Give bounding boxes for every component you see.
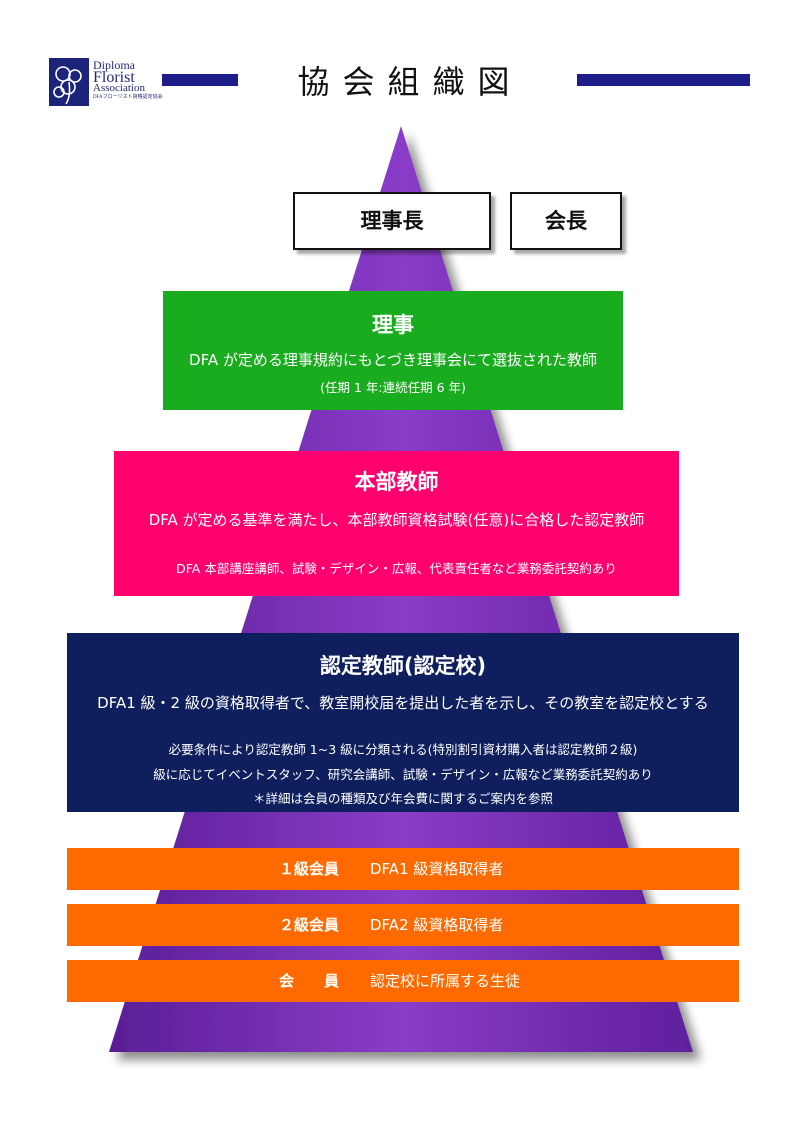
member-tier-grade-2: ２級会員 DFA2 級資格取得者: [67, 904, 739, 946]
logo-text-subtitle: DFAフローリスト資格認定協会: [93, 95, 163, 100]
certified-teacher-note-2: 級に応じてイベントスタッフ、研究会講師、試験・デザイン・広報など業務委託契約あり: [153, 767, 653, 782]
certified-teacher-panel: 認定教師(認定校) DFA1 級・2 級の資格取得者で、教室開校届を提出した者を…: [67, 633, 739, 812]
member-tier-description: DFA2 級資格取得者: [370, 916, 504, 934]
flower-logo-icon: [49, 58, 89, 106]
member-tier-label: ２級会員: [278, 916, 339, 934]
member-tier-grade-1: １級会員 DFA1 級資格取得者: [67, 848, 739, 890]
header-bar-right: [577, 74, 750, 86]
member-tier-label: １級会員: [278, 860, 339, 878]
member-tier-description: DFA1 級資格取得者: [370, 860, 504, 878]
certified-teacher-note-1: 必要条件により認定教師 1~3 級に分類される(特別割引資材購入者は認定教師２級…: [168, 742, 638, 757]
page-title: 協会組織図: [297, 63, 523, 101]
member-tier-general: 会 員 認定校に所属する生徒: [67, 960, 739, 1002]
header-bar-left: [162, 74, 238, 86]
member-tier-label: 会 員: [278, 972, 339, 990]
association-logo: Diploma Florist Association DFAフローリスト資格認…: [49, 58, 163, 106]
headquarters-teacher-description: DFA が定める基準を満たし、本部教師資格試験(任意)に合格した認定教師: [148, 511, 645, 529]
logo-text-diploma: Diploma: [93, 58, 135, 72]
headquarters-teacher-title: 本部教師: [354, 470, 439, 494]
logo-text-florist: Florist: [93, 69, 135, 86]
headquarters-teacher-panel: 本部教師 DFA が定める基準を満たし、本部教師資格試験(任意)に合格した認定教…: [114, 451, 679, 596]
certified-teacher-title: 認定教師(認定校): [319, 654, 487, 678]
chairman-box: 理事長: [293, 192, 491, 250]
headquarters-teacher-note: DFA 本部講座講師、試験・デザイン・広報、代表責任者など業務委託契約あり: [176, 561, 617, 576]
member-tier-description: 認定校に所属する生徒: [370, 972, 521, 990]
director-description: DFA が定める理事規約にもとづき理事会にて選抜された教師: [189, 351, 597, 369]
director-title: 理事: [372, 313, 414, 337]
director-term: (任期 1 年:連続任期 6 年): [320, 380, 466, 395]
director-panel: 理事 DFA が定める理事規約にもとづき理事会にて選抜された教師 (任期 1 年…: [163, 291, 623, 410]
logo-text-association: Association: [93, 82, 145, 94]
certified-teacher-description: DFA1 級・2 級の資格取得者で、教室開校届を提出した者を示し、その教室を認定…: [97, 694, 709, 712]
president-box: 会長: [510, 192, 622, 250]
certified-teacher-note-3: ＊詳細は会員の種類及び年会費に関するご案内を参照: [252, 791, 553, 806]
